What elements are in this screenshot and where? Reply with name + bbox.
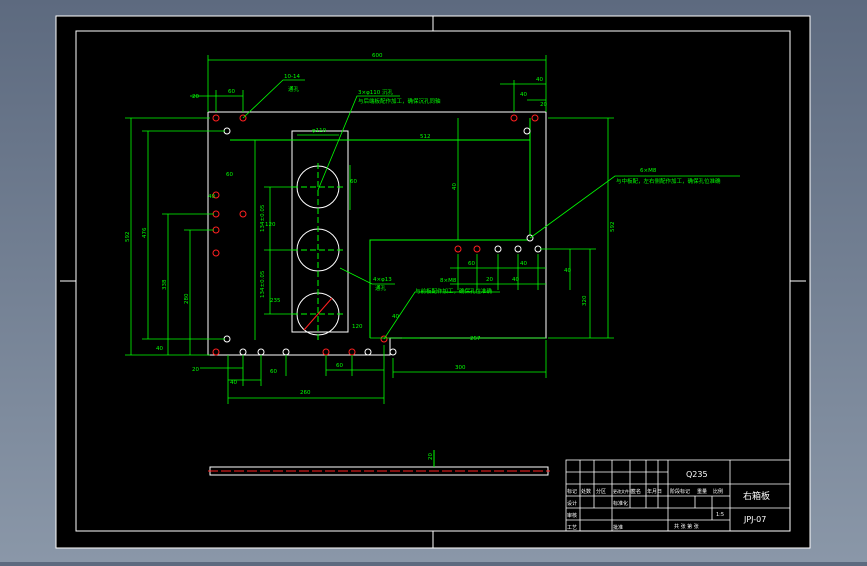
- dim-dia-110: φ110: [312, 128, 327, 134]
- dim-small-holes: 6×M8: [640, 168, 657, 174]
- title-row-zone: 分区: [596, 488, 606, 495]
- dim-dim-40-hole: 40: [208, 194, 215, 200]
- dim-dim-40-right-b: 40: [512, 277, 519, 283]
- dim-dim-257: 257: [470, 336, 481, 342]
- dim-dim-40-bottom: 40: [230, 380, 237, 386]
- dim-dim-40-top-right: 40: [520, 92, 527, 98]
- dim-top-40: 40: [536, 77, 543, 83]
- title-scale: 1:5: [716, 512, 724, 518]
- title-row-change: 更改文件号: [613, 488, 633, 494]
- title-process: 工艺: [567, 525, 577, 531]
- dim-overall-width: 600: [372, 53, 383, 59]
- dim-dim-235: 235: [270, 298, 281, 304]
- dim-dim-20-bottom: 20: [192, 367, 199, 373]
- dim-vertical-a: 134±0.05: [260, 204, 266, 232]
- dim-thread-holes-note: 与前板配作加工，确保孔位准确: [415, 287, 493, 295]
- drawing-sheet: [55, 15, 811, 549]
- title-standard: 标准化: [613, 500, 628, 507]
- dim-dim-40-right-c: 40: [564, 268, 571, 274]
- title-sheet: 共 张 第 张: [674, 523, 699, 530]
- title-review: 审核: [567, 512, 577, 519]
- dim-top-60: 60: [228, 89, 235, 95]
- title-row-sign: 签名: [631, 488, 641, 495]
- dim-vertical-b: 134±0.05: [260, 270, 266, 298]
- title-scale-label: 比例: [713, 488, 723, 495]
- dim-dim-40-left: 40: [156, 346, 163, 352]
- dim-dim-120-left: 120: [265, 222, 276, 228]
- dim-dim-120: 120: [352, 324, 363, 330]
- dim-dim-60-hole-b: 60: [350, 179, 357, 185]
- dim-drill: 4×φ13: [373, 277, 392, 283]
- dim-side-width: 20: [428, 453, 434, 460]
- side-view: 20: [208, 450, 550, 476]
- dim-big-hole-note: 与后端板配作加工，确保沉孔同轴: [358, 97, 441, 105]
- dim-dim-20-right: 20: [486, 277, 493, 283]
- title-row-count: 处数: [581, 488, 591, 495]
- bore-holes: [291, 130, 349, 340]
- dimension-lines: [125, 55, 740, 404]
- dim-dim-40-right: 40: [520, 261, 527, 267]
- dim-dim-60-bottom-b: 60: [336, 363, 343, 369]
- dim-dim-260: 260: [300, 390, 311, 396]
- dim-small-holes-note: 与中板配，左右侧配作加工，确保孔位准确: [616, 177, 721, 185]
- dim-right-lower: 320: [582, 295, 588, 306]
- dim-dim-20-top-right: 20: [540, 102, 547, 108]
- title-stage: 阶段标记: [670, 488, 690, 495]
- dim-dim-60-right: 60: [468, 261, 475, 267]
- title-block-text: Q235 右箱板 JPJ-07 标记 处数 分区 更改文件号 签名 年月日 设计…: [567, 470, 770, 531]
- title-row-mark: 标记: [567, 488, 577, 495]
- dim-left-b: 280: [184, 293, 190, 304]
- mounting-holes: [212, 114, 542, 356]
- dimension-labels: 600 40 20 60 10-14 通孔 3×φ110 沉孔 与后端板配作加工…: [125, 53, 721, 396]
- title-row-date: 年月日: [647, 488, 662, 495]
- dim-thread-holes: 8×M8: [440, 278, 457, 284]
- title-drawing-number: JPJ-07: [743, 515, 766, 524]
- dim-center: 40: [452, 183, 458, 190]
- dim-drill-note: 通孔: [375, 284, 387, 292]
- dim-dim-60-bottom: 60: [270, 369, 277, 375]
- dim-dim-300: 300: [455, 365, 466, 371]
- dim-dim-60-hole: 60: [226, 172, 233, 178]
- dim-hole-callout-note: 通孔: [288, 85, 300, 93]
- dim-hole-callout: 10-14: [284, 74, 300, 80]
- dim-top-20: 20: [192, 94, 199, 100]
- dim-span-512: 512: [420, 134, 431, 140]
- dim-left-inner: 476: [142, 227, 148, 238]
- dim-dim-40-bottom-mid: 40: [392, 314, 399, 320]
- title-weight: 重量: [697, 488, 707, 495]
- title-block: [565, 459, 791, 532]
- title-part-name: 右箱板: [743, 490, 770, 502]
- dim-left-overall: 592: [125, 232, 131, 243]
- dim-left-a: 338: [162, 279, 168, 290]
- title-approve: 批准: [613, 524, 623, 531]
- title-designer: 设计: [567, 500, 577, 507]
- dim-big-hole: 3×φ110 沉孔: [358, 88, 393, 96]
- dim-right-overall: 592: [610, 222, 616, 233]
- title-material: Q235: [686, 470, 708, 479]
